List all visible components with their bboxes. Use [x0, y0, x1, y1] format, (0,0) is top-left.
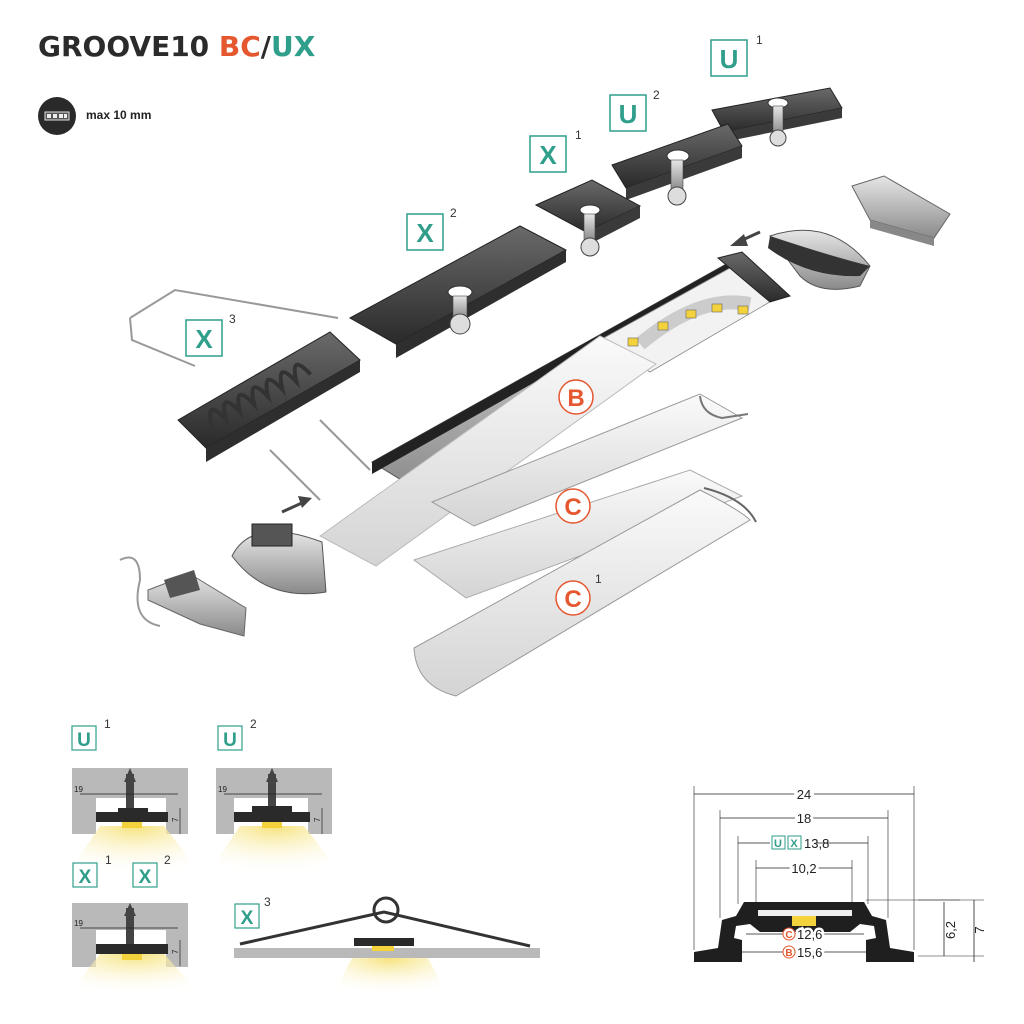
- label-u2-letter: U: [619, 99, 638, 129]
- dim-13-8: 13,8: [804, 836, 829, 851]
- label-x3-letter: X: [195, 324, 213, 354]
- dim-15-6-mark: B: [785, 948, 792, 959]
- end-cap-plug-right: [851, 175, 951, 246]
- section-x12-width: 19: [74, 919, 83, 928]
- section-u1-height: 7: [171, 817, 180, 822]
- label-u1-sup: 1: [756, 33, 763, 47]
- label-c1-sup: 1: [595, 572, 602, 586]
- label-c1-letter: C: [564, 586, 581, 613]
- label-x3: X 3: [185, 312, 236, 357]
- label-u2-sup: 2: [653, 88, 660, 102]
- title-product: GROOVE10: [38, 30, 219, 63]
- end-cap-plug-left: [119, 556, 247, 637]
- label-b: B: [558, 379, 594, 415]
- profile-dimensions: 24 18 U X 13,8 10,2 C 12,6 B 15,6 6: [693, 784, 987, 963]
- diffuser-c: [430, 393, 749, 527]
- section-u2-height: 7: [313, 817, 322, 822]
- label-u1: U 1: [710, 33, 763, 77]
- section-u1-letter: U: [77, 730, 91, 751]
- label-u2: U 2: [609, 88, 660, 132]
- dim-12-6: 12,6: [797, 927, 822, 942]
- label-c-letter: C: [564, 494, 581, 521]
- mounting-clip-u1: [711, 87, 843, 147]
- section-x3-sup: 3: [264, 895, 271, 909]
- dim-7: 7: [972, 926, 987, 933]
- section-u2-sup: 2: [250, 717, 257, 731]
- page-title: GROOVE10 BC/UX: [38, 30, 315, 63]
- dim-13-x: X: [790, 838, 798, 850]
- end-cap-left: [231, 523, 327, 595]
- section-u2: U 2 19 7: [204, 717, 346, 880]
- label-c1: C 1: [555, 572, 602, 616]
- dim-6-2: 6,2: [943, 921, 958, 939]
- dim-13-u: U: [774, 838, 782, 850]
- section-x12-height: 7: [171, 949, 180, 954]
- mounting-clip-u2: [611, 123, 743, 206]
- section-u2-width: 19: [218, 785, 227, 794]
- section-x1-letter: X: [79, 867, 92, 888]
- label-x1-letter: X: [539, 140, 557, 170]
- section-u2-letter: U: [223, 730, 237, 751]
- section-x3: X 3: [234, 895, 540, 1000]
- strip-width-label: max 10 mm: [86, 108, 152, 122]
- end-cap-right: [768, 229, 871, 290]
- dim-18: 18: [797, 811, 811, 826]
- diffuser-c-flat: [412, 469, 744, 599]
- mounting-rail-x2: [348, 225, 568, 358]
- section-u1-width: 19: [74, 785, 83, 794]
- assembly-arrow-left: [281, 496, 312, 514]
- section-x2-letter: X: [139, 867, 152, 888]
- label-u1-letter: U: [720, 44, 739, 74]
- dim-10-2: 10,2: [791, 861, 816, 876]
- mounting-clip-x3: [129, 288, 371, 501]
- label-c: C: [555, 488, 591, 524]
- section-x2-sup: 2: [164, 853, 171, 867]
- led-strip-icon: [38, 97, 76, 135]
- dim-12-6-mark: C: [785, 930, 792, 941]
- section-x1-sup: 1: [105, 853, 112, 867]
- mounting-clip-x1: [534, 179, 642, 257]
- label-x2-letter: X: [416, 218, 434, 248]
- section-x1-x2: X 1 X 2 19 7: [64, 853, 206, 1000]
- section-x3-letter: X: [241, 908, 254, 929]
- label-x2-sup: 2: [450, 206, 457, 220]
- assembly-arrow-right: [730, 230, 761, 246]
- dim-15-6: 15,6: [797, 945, 822, 960]
- label-b-letter: B: [567, 385, 584, 412]
- label-x1: X 1: [529, 128, 582, 173]
- dim-24: 24: [797, 787, 811, 802]
- title-ux: UX: [271, 30, 316, 63]
- label-x2: X 2: [406, 206, 457, 251]
- label-x1-sup: 1: [575, 128, 582, 142]
- section-u1: U 1 19 7: [64, 717, 206, 880]
- label-x3-sup: 3: [229, 312, 236, 326]
- title-separator: /: [260, 30, 272, 63]
- section-u1-sup: 1: [104, 717, 111, 731]
- title-bc: BC: [218, 30, 261, 63]
